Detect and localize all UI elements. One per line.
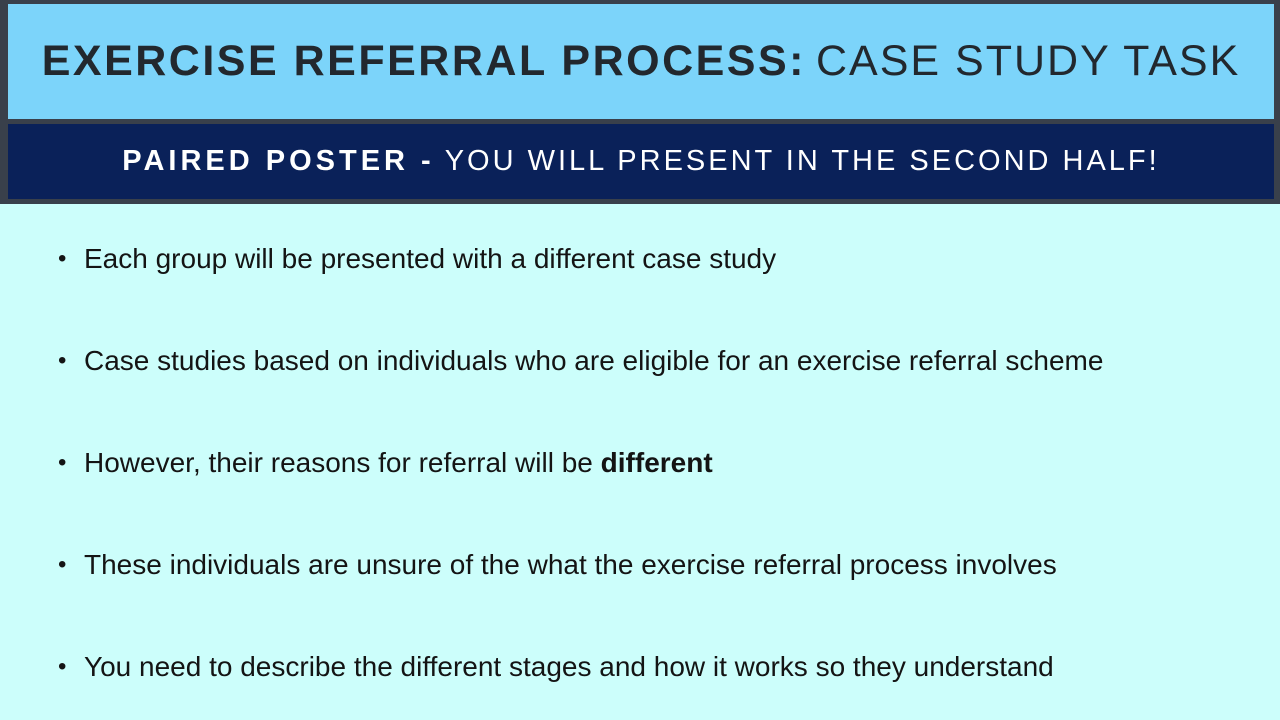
banner-emphasis: PAIRED POSTER - — [122, 145, 435, 177]
bullet-item-5: • You need to describe the different sta… — [58, 650, 1256, 684]
subtitle-band: PAIRED POSTER - YOU WILL PRESENT IN THE S… — [0, 124, 1280, 204]
bullet-text-3: However, their reasons for referral will… — [84, 446, 713, 480]
bullet-text-4: These individuals are unsure of the what… — [84, 548, 1057, 582]
bullet-text-1-pre: Each group will be presented with a diff… — [84, 243, 777, 274]
bullet-text-2: Case studies based on individuals who ar… — [84, 344, 1103, 378]
slide-title: EXERCISE REFERRAL PROCESS:CASE STUDY TAS… — [42, 37, 1241, 86]
bullet-text-3-pre: However, their reasons for referral will… — [84, 447, 601, 478]
bullet-text-3-bold: different — [600, 447, 713, 478]
bullet-text-4-pre: These individuals are unsure of the what… — [84, 549, 1057, 580]
bullet-icon: • — [58, 551, 67, 578]
slide-title-emphasis: EXERCISE REFERRAL PROCESS: — [41, 37, 806, 85]
bullet-text-1: Each group will be presented with a diff… — [84, 242, 776, 276]
bullet-item-3: • However, their reasons for referral wi… — [58, 446, 1256, 480]
banner-regular: YOU WILL PRESENT IN THE SECOND HALF! — [444, 145, 1160, 177]
bullet-icon: • — [58, 347, 67, 374]
slide-title-regular: CASE STUDY TASK — [815, 37, 1241, 85]
title-band: EXERCISE REFERRAL PROCESS:CASE STUDY TAS… — [0, 0, 1280, 124]
bullet-item-2: • Case studies based on individuals who … — [58, 344, 1256, 378]
bullet-item-4: • These individuals are unsure of the wh… — [58, 548, 1256, 582]
banner-text: PAIRED POSTER - YOU WILL PRESENT IN THE S… — [122, 145, 1159, 178]
slide-body: • Each group will be presented with a di… — [0, 204, 1280, 684]
bullet-text-2-pre: Case studies based on individuals who ar… — [84, 345, 1104, 376]
slide-header: EXERCISE REFERRAL PROCESS:CASE STUDY TAS… — [0, 0, 1280, 204]
bullet-item-1: • Each group will be presented with a di… — [58, 242, 1256, 276]
bullet-text-5: You need to describe the different stage… — [84, 650, 1054, 684]
bullet-icon: • — [58, 653, 67, 680]
bullet-icon: • — [58, 245, 67, 272]
bullet-text-5-pre: You need to describe the different stage… — [84, 651, 1054, 682]
bullet-icon: • — [58, 449, 67, 476]
